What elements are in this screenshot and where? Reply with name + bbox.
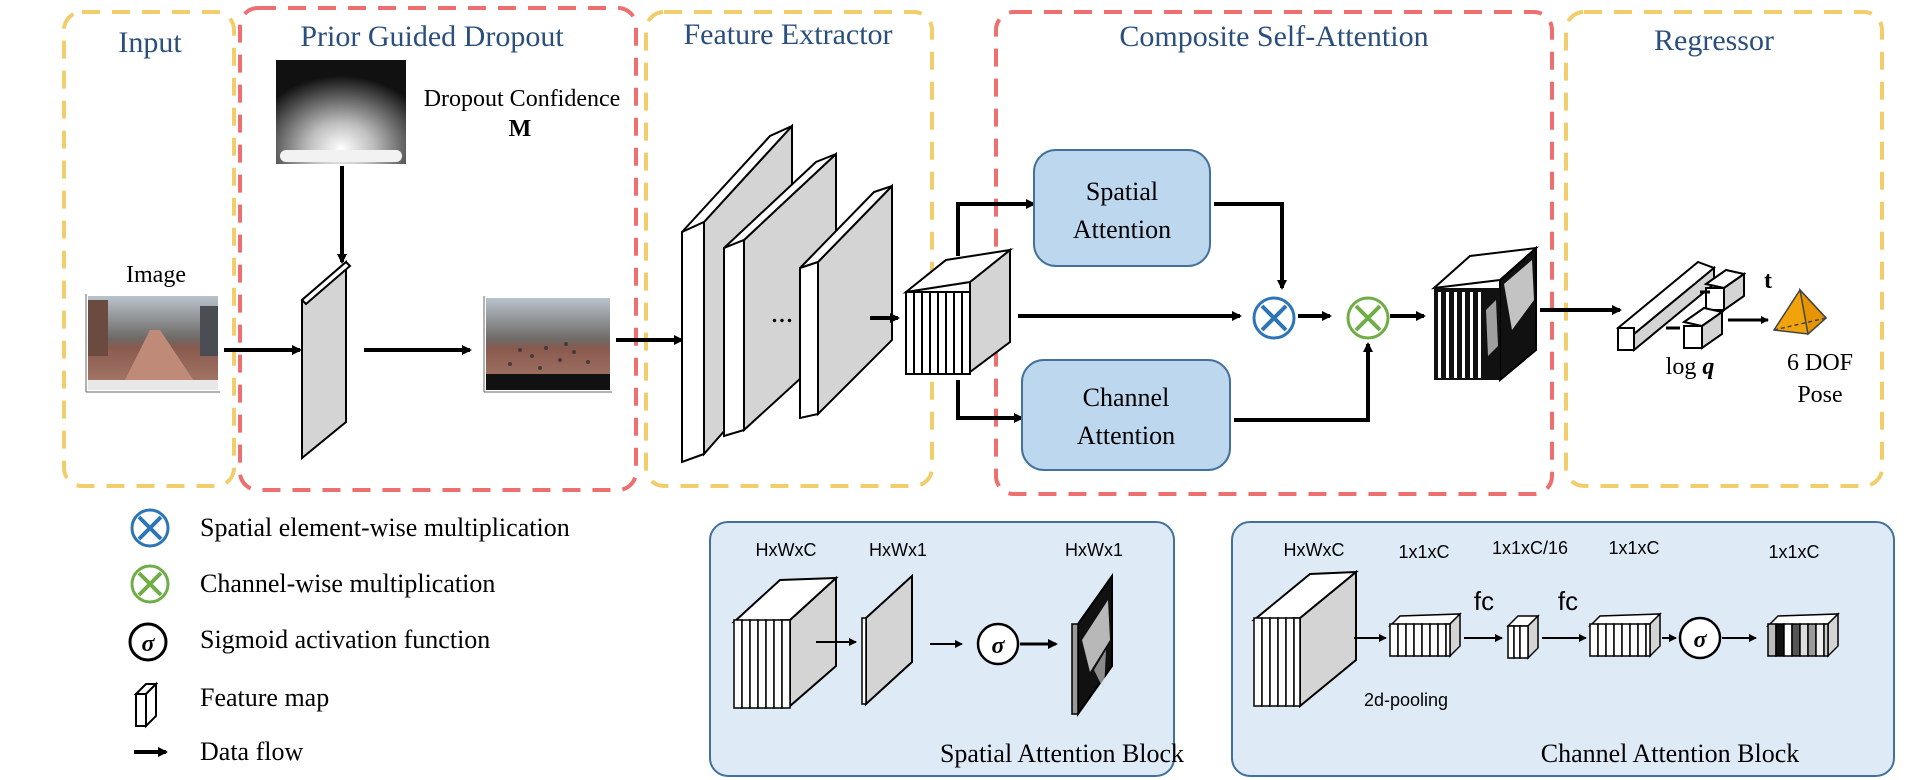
image-label: Image: [126, 262, 186, 288]
extractor-title: Feature Extractor: [683, 18, 892, 51]
flow-arrow-spatial-out: [1214, 202, 1287, 290]
legend-item-channel: Channel-wise multiplication: [200, 569, 495, 598]
pose-pyramid-icon: [1772, 287, 1828, 336]
legend-blue-x-icon: [130, 508, 170, 548]
rotation-fc: [1681, 306, 1725, 350]
spatial-sigma-icon: σ: [976, 622, 1020, 666]
channel-fc-label-2: fc: [1558, 586, 1578, 616]
logq-label: log q: [1666, 354, 1715, 380]
extractor-feature-map-2: [723, 151, 837, 438]
svg-text:σ: σ: [142, 631, 156, 657]
dropped-image: [483, 296, 612, 393]
legend-item-feature-map: Feature map: [200, 683, 329, 712]
legend-feature-map-icon: [133, 681, 159, 729]
spatial-attention-line1: Spatial: [1086, 177, 1158, 206]
feature-tensor-stack: [902, 247, 1014, 375]
spatial-attention-panel: HxWxC HxWx1 HxWx1 σ: [709, 521, 1184, 777]
dropout-confidence-label: Dropout Confidence: [424, 86, 621, 112]
regressor-section-box: [1564, 10, 1884, 488]
spatial-dim-2: HxWx1: [869, 540, 927, 560]
regressor-fc-layer: [1616, 260, 1716, 353]
legend: Spatial element-wise multiplication Chan…: [128, 508, 570, 766]
pose-label-line1: 6 DOF: [1787, 350, 1853, 376]
input-section-box: [62, 10, 236, 488]
dropout-section-box: [238, 6, 638, 492]
channel-input-stack: [1251, 569, 1359, 709]
channel-dim-2: 1x1xC: [1398, 542, 1449, 562]
channel-pooled-stack: [1388, 612, 1462, 658]
spatial-attention-block: Spatial Attention: [1033, 149, 1211, 267]
svg-text:σ: σ: [1694, 627, 1708, 653]
extractor-feature-map-3: [799, 183, 893, 420]
spatial-attention-map: [1071, 572, 1113, 718]
channel-attention-block: Channel Attention: [1021, 359, 1231, 471]
dropout-title: Prior Guided Dropout: [300, 20, 564, 53]
spatial-dim-3: HxWx1: [1065, 540, 1123, 560]
spatial-multiply-icon: [1252, 296, 1296, 340]
svg-text:σ: σ: [992, 633, 1006, 659]
input-title: Input: [118, 26, 182, 59]
channel-dim-4: 1x1xC: [1608, 538, 1659, 558]
channel-attention-panel: HxWxC 1x1xC 1x1xC/16 1x1xC 1x1xC: [1231, 521, 1895, 777]
channel-reduced-stack: [1506, 614, 1540, 660]
spatial-attention-line2: Attention: [1073, 215, 1171, 244]
translation-label: t: [1764, 268, 1772, 294]
dropout-symbol: M: [509, 116, 532, 142]
channel-panel-title: Channel Attention Block: [1541, 739, 1800, 768]
regressor-title: Regressor: [1654, 24, 1774, 57]
channel-dim-3: 1x1xC/16: [1492, 538, 1568, 558]
flow-arrow-channel-out: [1234, 342, 1373, 422]
dropout-feature-map: [300, 259, 352, 461]
spatial-input-stack: [731, 575, 839, 709]
spatial-dim-1: HxWxC: [756, 540, 817, 560]
flow-arrow-to-channel: [956, 380, 1024, 423]
attention-title: Composite Self-Attention: [1119, 20, 1428, 53]
legend-sigma-icon: σ: [128, 622, 168, 662]
channel-pool-label: 2d-pooling: [1364, 690, 1448, 710]
channel-sigma-icon: σ: [1678, 616, 1722, 660]
input-image: [85, 294, 220, 393]
channel-expanded-stack: [1588, 612, 1662, 658]
legend-item-data-flow: Data flow: [200, 737, 303, 766]
legend-item-sigmoid: Sigmoid activation function: [200, 625, 490, 654]
channel-multiply-icon: [1346, 296, 1390, 340]
channel-weight-stack: [1766, 612, 1840, 658]
spatial-single-map: [861, 573, 913, 707]
dropout-confidence-image: [276, 60, 406, 164]
channel-attention-line1: Channel: [1083, 383, 1170, 412]
channel-fc-label-1: fc: [1474, 586, 1494, 616]
flow-arrow-to-spatial: [956, 199, 1036, 256]
legend-item-spatial: Spatial element-wise multiplication: [200, 513, 570, 542]
channel-dim-1: HxWxC: [1284, 540, 1345, 560]
channel-attention-line2: Attention: [1077, 421, 1175, 450]
translation-fc: [1703, 268, 1747, 312]
extractor-section-box: [644, 10, 934, 488]
legend-green-x-icon: [130, 564, 170, 604]
channel-dim-5: 1x1xC: [1768, 542, 1819, 562]
extractor-ellipsis: ...: [771, 296, 794, 329]
attended-feature-stack: [1430, 245, 1540, 383]
pose-label-line2: Pose: [1797, 382, 1842, 408]
spatial-panel-title: Spatial Attention Block: [940, 739, 1184, 768]
